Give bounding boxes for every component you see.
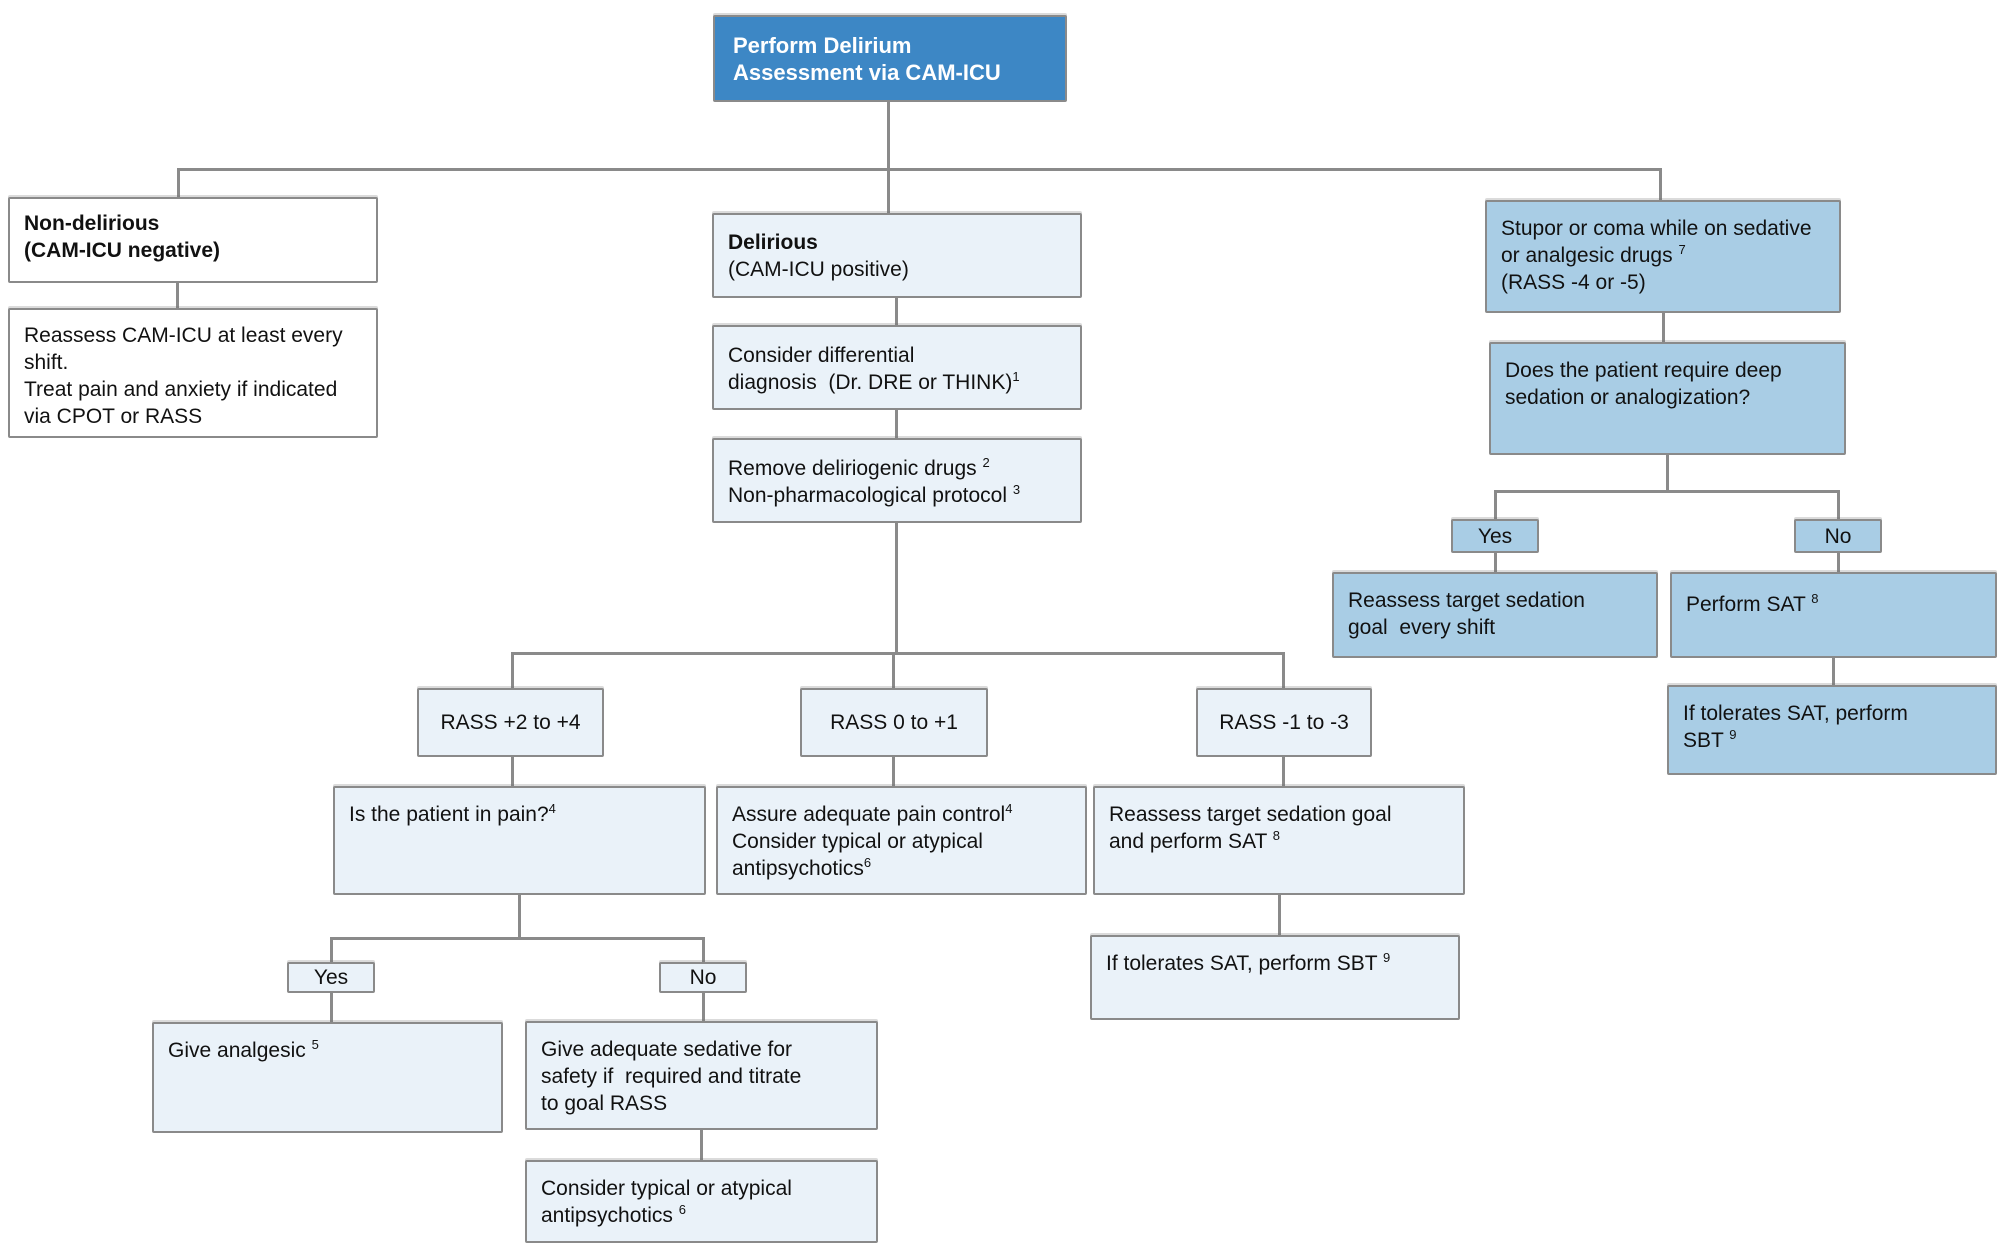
node-no-left: No xyxy=(659,962,747,993)
connector-nondelirious xyxy=(176,283,179,308)
connector-right-drop xyxy=(1659,168,1662,200)
node-if-tolerates-sat-sbt-mid: If tolerates SAT, perform SBT 9 xyxy=(1090,935,1460,1020)
yes-left-label: Yes xyxy=(313,966,349,989)
connector-deep-branch xyxy=(1494,490,1840,493)
no-right-label: No xyxy=(1824,524,1852,548)
connector-sedative-out xyxy=(700,1130,703,1160)
connector-reassesssat-out xyxy=(1278,895,1281,935)
node-yes-left: Yes xyxy=(287,962,375,993)
connector-top-branch xyxy=(177,168,1662,171)
node-reassess-cam-icu: Reassess CAM-ICU at least every shift.Tr… xyxy=(8,308,378,438)
connector-pain-branch xyxy=(330,937,705,940)
node-is-patient-in-pain: Is the patient in pain?4 xyxy=(333,786,706,895)
connector-stupor-out xyxy=(1662,313,1665,342)
connector-rasszero-drop xyxy=(892,652,895,688)
connector-yesright-out xyxy=(1494,553,1497,572)
connector-pain-out xyxy=(518,895,521,937)
node-yes-right: Yes xyxy=(1451,519,1539,553)
node-perform-sat: Perform SAT 8 xyxy=(1670,572,1997,658)
connector-performsat-out xyxy=(1832,658,1835,685)
node-rass-plus2-to-plus4: RASS +2 to +4 xyxy=(417,688,604,757)
connector-noright-drop xyxy=(1837,490,1840,519)
connector-rasszero-out xyxy=(892,757,895,786)
connector-doesdeep-out xyxy=(1666,455,1669,490)
connector-top-drop xyxy=(887,102,890,168)
node-rass-0-to-plus1: RASS 0 to +1 xyxy=(800,688,988,757)
connector-rassplus-drop xyxy=(511,652,514,688)
connector-noleft-drop xyxy=(702,937,705,962)
connector-noright-out xyxy=(1837,553,1840,572)
connector-yesleft-drop xyxy=(330,937,333,962)
connector-rassminus-out xyxy=(1282,757,1285,786)
connector-rassminus-drop xyxy=(1282,652,1285,688)
connector-considerdiff xyxy=(895,410,898,438)
node-no-right: No xyxy=(1794,519,1882,553)
connector-rass-branch xyxy=(511,652,1284,655)
connector-yesright-drop xyxy=(1494,490,1497,519)
rass-minus-label: RASS -1 to -3 xyxy=(1219,711,1349,734)
node-delirious: Delirious(CAM-ICU positive) xyxy=(712,213,1082,298)
rass-zero-label: RASS 0 to +1 xyxy=(830,711,958,734)
node-give-analgesic: Give analgesic 5 xyxy=(152,1022,503,1133)
connector-removedrugs xyxy=(895,523,898,652)
connector-delirious xyxy=(895,298,898,325)
connector-center-drop xyxy=(887,168,890,213)
node-non-delirious: Non-delirious(CAM-ICU negative) xyxy=(8,197,378,283)
rass-plus-label: RASS +2 to +4 xyxy=(440,711,581,734)
yes-right-label: Yes xyxy=(1477,524,1513,548)
connector-rassplus-out xyxy=(511,757,514,786)
connector-noleft-out xyxy=(702,993,705,1021)
no-left-label: No xyxy=(689,966,717,989)
connector-yesleft-out xyxy=(330,993,333,1022)
node-rass-minus1-to-minus3: RASS -1 to -3 xyxy=(1196,688,1372,757)
connector-left-drop xyxy=(177,168,180,197)
